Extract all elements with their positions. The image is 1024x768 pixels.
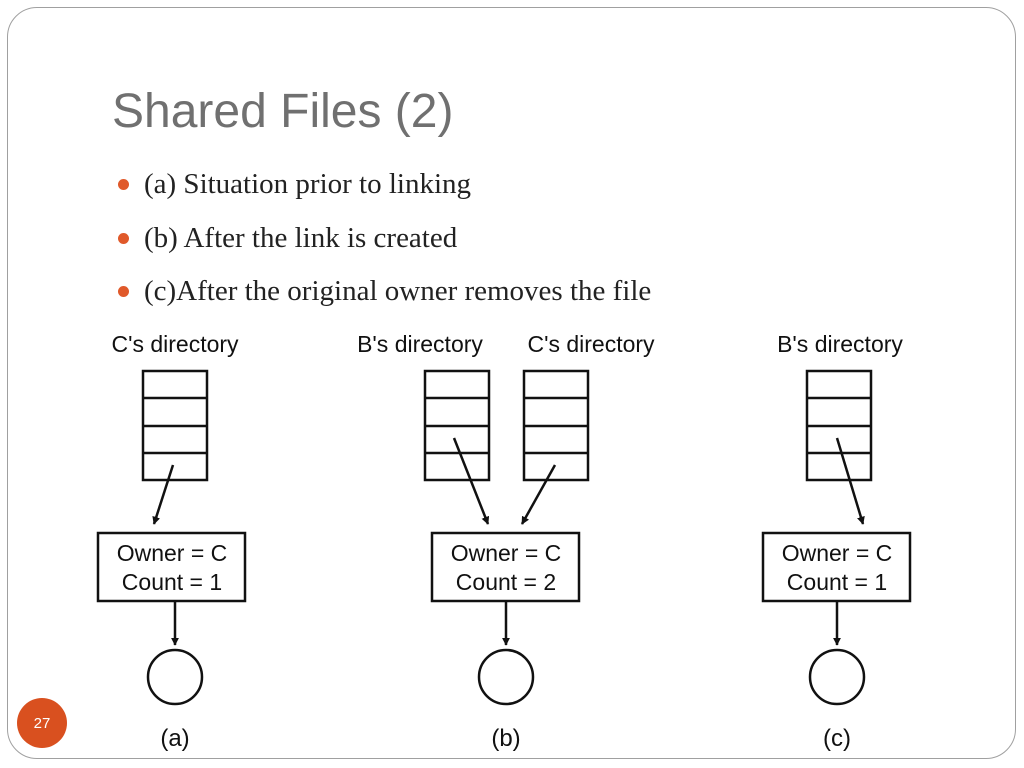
inode-owner: Owner = C: [451, 540, 562, 566]
panel-caption: (c): [823, 725, 851, 752]
panel-b: B's directory C's directory Owner = C Co…: [357, 331, 655, 752]
slide-title: Shared Files (2): [112, 85, 454, 138]
link-arrow: [835, 437, 865, 525]
panel-caption: (a): [160, 725, 189, 752]
file-node: [808, 648, 866, 706]
inode-count: Count = 1: [122, 569, 222, 595]
panel-c: B's directory Owner = C Count = 1 (c): [761, 331, 912, 752]
inode-count: Count = 1: [787, 569, 887, 595]
bullet-dot-icon: [118, 232, 129, 244]
directory-label: B's directory: [777, 331, 903, 357]
directory-label: C's directory: [527, 331, 655, 357]
bullet-item: (c)After the original owner removes the …: [118, 275, 651, 329]
bullet-dot-icon: [118, 286, 129, 297]
directory-table: [141, 369, 209, 482]
panel-a: C's directory Owner = C Count = 1 (a): [96, 331, 247, 752]
inode-owner: Owner = C: [117, 540, 228, 566]
panel-caption: (b): [491, 725, 520, 752]
inode-owner: Owner = C: [782, 540, 893, 566]
link-arrow: [152, 464, 175, 525]
bullet-item: (b) After the link is created: [118, 222, 651, 276]
file-node: [146, 648, 204, 706]
inode-box: [96, 531, 247, 603]
bullet-text: (c)After the original owner removes the …: [144, 275, 652, 307]
bullet-list: (a) Situation prior to linking (b) After…: [118, 168, 651, 329]
bullet-item: (a) Situation prior to linking: [118, 168, 651, 222]
link-arrow: [452, 437, 490, 525]
directory-label: B's directory: [357, 331, 483, 357]
link-arrow: [520, 464, 557, 525]
file-node: [477, 648, 535, 706]
directory-label: C's directory: [111, 331, 239, 357]
bullet-text: (b) After the link is created: [144, 221, 458, 254]
directory-table: [423, 369, 491, 482]
bullet-dot-icon: [118, 179, 129, 190]
page-number-badge: 27: [17, 698, 67, 748]
directory-table: [522, 369, 590, 482]
directory-table: [805, 369, 873, 482]
bullet-text: (a) Situation prior to linking: [144, 168, 472, 200]
inode-count: Count = 2: [456, 569, 556, 595]
